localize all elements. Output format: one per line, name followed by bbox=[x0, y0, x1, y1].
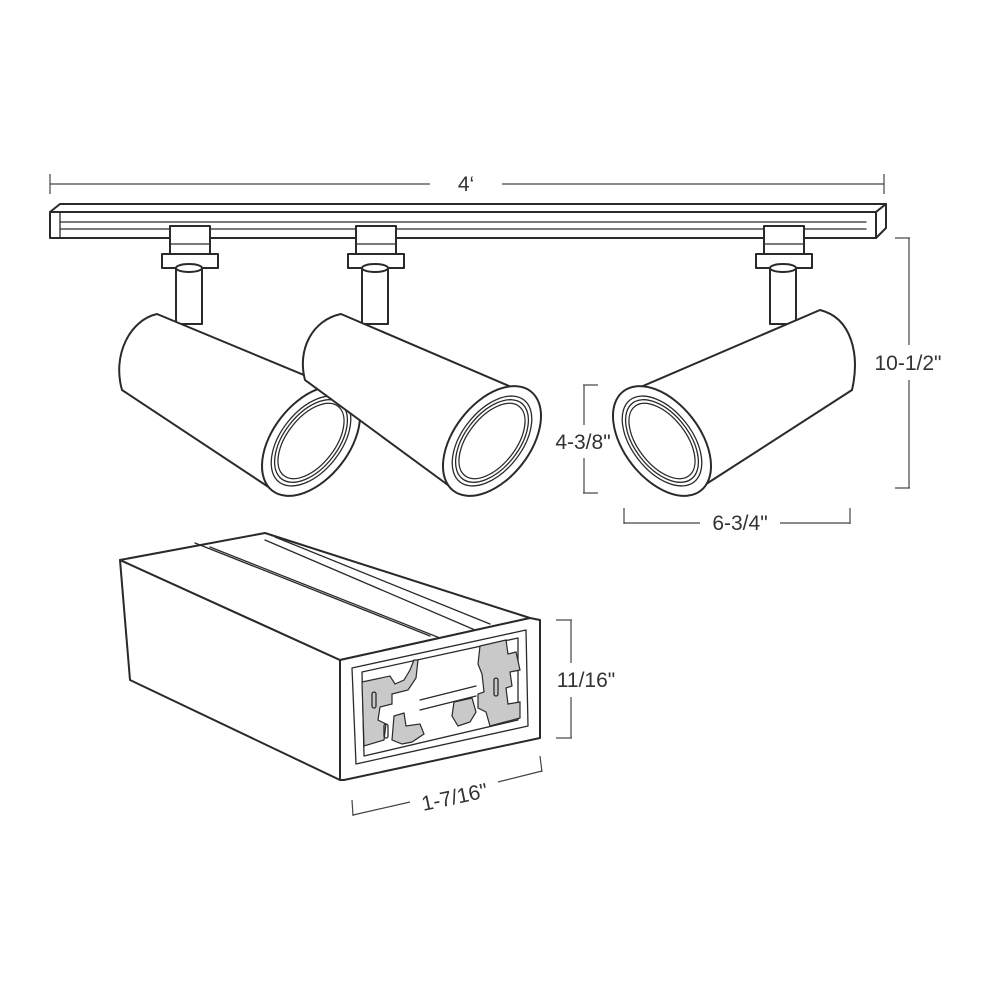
track-length-label: 4‘ bbox=[458, 173, 474, 196]
track-head-1 bbox=[118, 225, 362, 497]
track-height-label: 11/16" bbox=[557, 669, 615, 692]
head-length-label: 6-3/4" bbox=[712, 512, 767, 535]
track-width-label: 1-7/16" bbox=[419, 779, 489, 815]
head-length-dimension: 6-3/4" bbox=[623, 508, 851, 535]
track-section-detail bbox=[119, 532, 541, 781]
fixture-height-label: 10-1/2" bbox=[875, 352, 942, 375]
track-head-3 bbox=[611, 225, 856, 497]
track-length-dimension: 4‘ bbox=[49, 173, 885, 196]
head-diameter-label: 4-3/8" bbox=[555, 431, 610, 454]
track-head-2 bbox=[301, 225, 543, 497]
head-diameter-dimension: 4-3/8" bbox=[555, 384, 611, 494]
fixture-height-dimension: 10-1/2" bbox=[875, 237, 942, 489]
track-height-dimension: 11/16" bbox=[556, 619, 615, 739]
